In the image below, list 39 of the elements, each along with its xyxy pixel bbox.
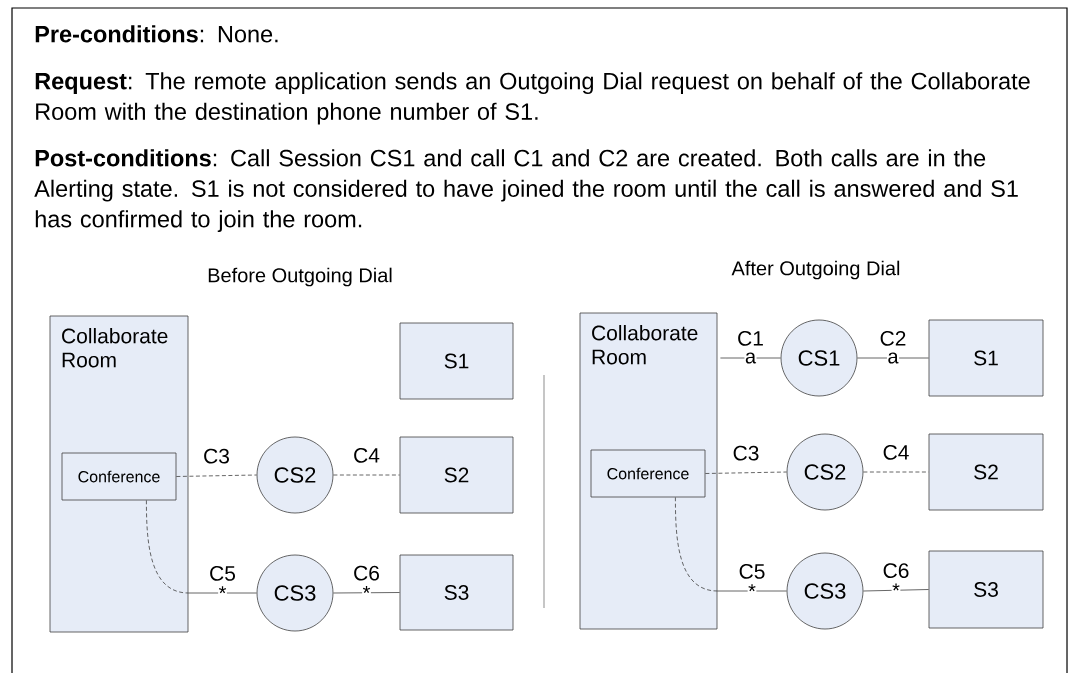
edge-label: C6	[883, 563, 909, 579]
edge-label: C3	[733, 445, 759, 461]
line-mark: a	[744, 352, 757, 364]
edge-label: C6	[354, 565, 379, 581]
connector	[146, 500, 257, 594]
process-box: S3	[399, 554, 514, 631]
process-box: S2	[399, 436, 514, 514]
paragraph: Pre-conditions: None.	[35, 25, 278, 43]
panel-heading: After Outgoing Dial	[731, 260, 900, 280]
process-box: S2	[928, 433, 1044, 511]
connector	[705, 471, 787, 474]
paragraph: Request: The remote application sends an Outgoing Dial request on behalf of the Collaborate Room with the destination phone number of S1.	[35, 72, 1030, 125]
edge-label: C3	[204, 448, 229, 464]
connector	[333, 474, 400, 476]
connector	[857, 357, 929, 359]
paragraph: Post-conditions: Call Session CS1 and call C1 and C2 are created. Both calls are in the Alerting state. S1 is not considered to have joined the room until the call is answered and S1 has confirmed to join the room.	[34, 149, 1018, 233]
connector	[176, 474, 257, 477]
process-box: S1	[399, 322, 514, 400]
edge-label: C4	[354, 447, 380, 463]
process-box: S3	[928, 550, 1044, 629]
line-mark: *	[218, 585, 227, 601]
edge-label: C2	[880, 330, 906, 346]
connector	[675, 497, 787, 592]
connector	[333, 592, 400, 594]
line-mark: *	[747, 583, 757, 599]
panel-heading: Before Outgoing Dial	[208, 267, 392, 287]
line-mark: a	[886, 352, 900, 364]
connector	[863, 471, 929, 473]
edge-label: C1	[738, 330, 763, 346]
edge-label: C5	[210, 565, 236, 581]
process-box: S1	[928, 319, 1044, 397]
edge-label: C5	[739, 563, 765, 579]
line-mark: *	[362, 585, 371, 601]
line-mark: *	[891, 582, 901, 598]
process-box: Conference	[61, 452, 177, 501]
edge-label: C4	[883, 444, 909, 460]
connector	[720, 357, 781, 359]
process-box: Conference	[590, 449, 706, 498]
connector	[863, 589, 929, 592]
